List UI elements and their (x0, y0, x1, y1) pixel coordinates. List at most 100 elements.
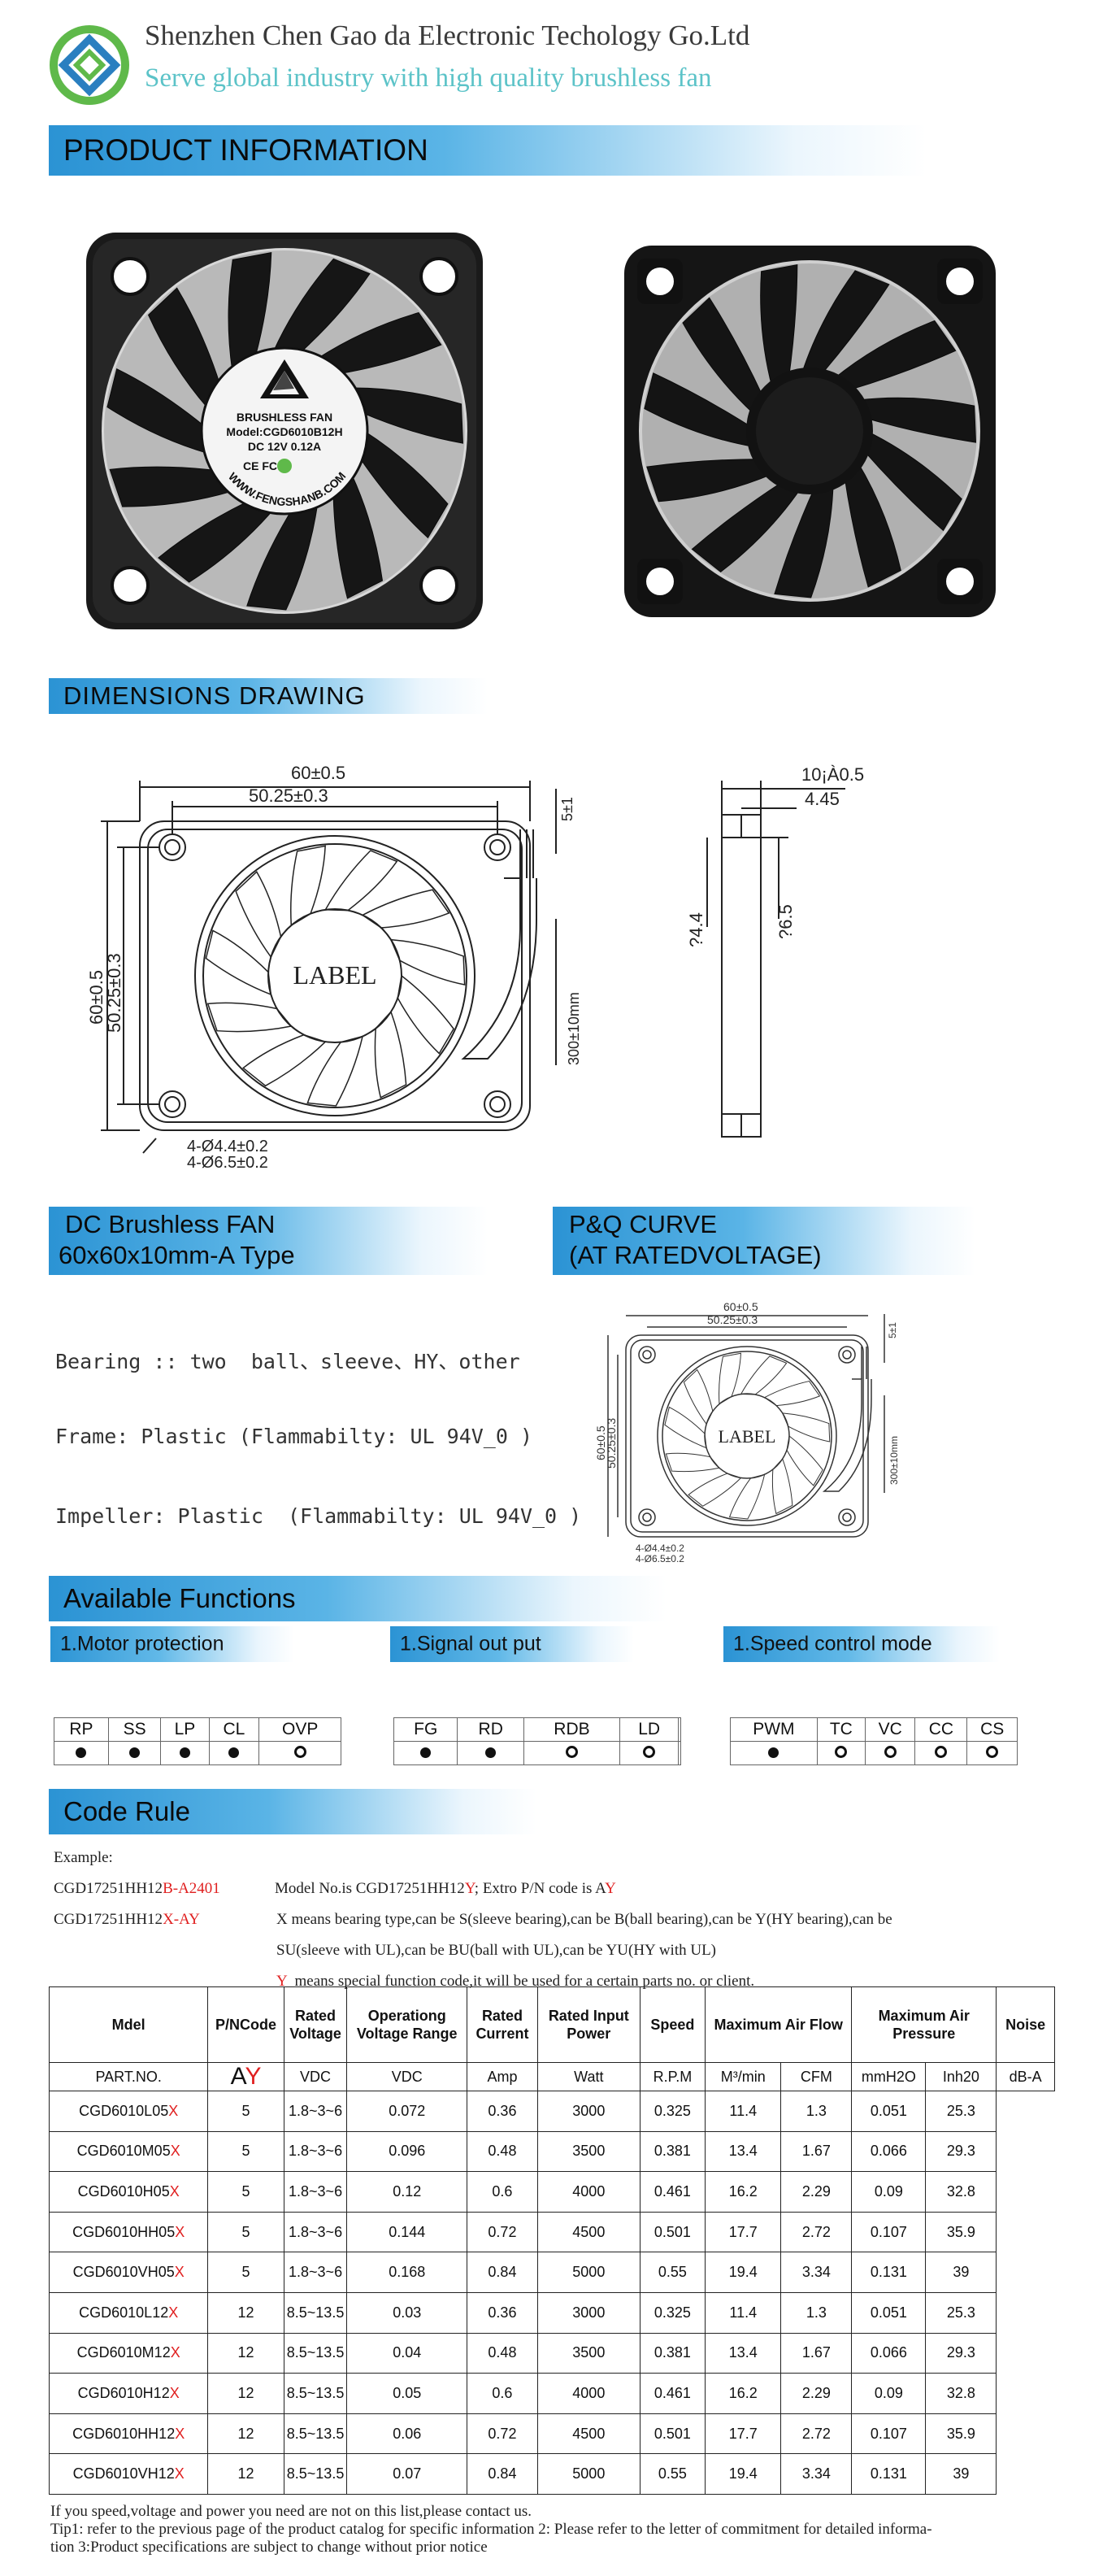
cell-range: 8.5~13.5 (283, 2413, 348, 2455)
model-suffix: X (168, 2304, 179, 2321)
fan-blade (740, 1355, 788, 1395)
motor-mark (160, 1741, 210, 1765)
fan-label-line2: Model:CGD6010B12H (226, 425, 342, 438)
dim-60: 60±0.5 (291, 763, 345, 783)
hole-dim-2: 4-Ø6.5±0.2 (187, 1154, 268, 1172)
unit-db: dB-A (996, 2062, 1055, 2091)
cell-inh2o: 0.131 (851, 2252, 927, 2293)
dc-fan-title: DC Brushless FAN (65, 1210, 276, 1238)
dc-fan-banner: DC Brushless FAN 60x60x10mm-A Type (49, 1207, 488, 1275)
model-name: CGD6010M12 (76, 2344, 171, 2361)
model-cell: CGD6010L12X (48, 2291, 209, 2334)
fan-blade (109, 466, 233, 507)
motor-mark (208, 1741, 260, 1765)
company-logo (49, 24, 130, 106)
unit-rpm: R.P.M (639, 2062, 706, 2091)
speed-mark (730, 1741, 818, 1765)
cell-inh2o: 0.107 (851, 2413, 927, 2455)
cell-vdc: 12 (207, 2332, 284, 2374)
fan-blade (691, 481, 802, 573)
model-name: CGD6010HH12 (72, 2425, 176, 2442)
pq-curve-title: P&Q CURVE (569, 1210, 718, 1238)
footer-line3: tion 3:Product specifications are subjec… (50, 2539, 488, 2556)
cell-inh2o: 0.09 (851, 2171, 927, 2213)
fan-blade (324, 850, 398, 912)
motor-mark (54, 1741, 109, 1765)
speed-col: CS (966, 1717, 1018, 1742)
cell-watt: 0.84 (467, 2453, 538, 2495)
dimensions-side-drawing: 10¡À0.5 4.45 ?4.4 ?6.5 (683, 756, 894, 1163)
fan-blade (158, 501, 274, 583)
fan-blade (763, 1380, 821, 1407)
pq-drawing: LABEL 60±0.5 50.25±0.3 60±0.5 50.25±0.3 … (577, 1298, 918, 1566)
motor-col: LP (160, 1717, 210, 1742)
model-cell: CGD6010H12X (48, 2373, 209, 2414)
cell-amp: 0.07 (346, 2453, 468, 2495)
fan-blade (397, 974, 454, 1055)
cell-range: 8.5~13.5 (283, 2453, 348, 2495)
side-dim-65: ?6.5 (775, 904, 796, 939)
cell-rpm: 3000 (536, 2091, 641, 2132)
cell-db: 25.3 (925, 2091, 997, 2132)
fan-blade (206, 1002, 293, 1033)
cell-range: 8.5~13.5 (283, 2373, 348, 2414)
fan-blade (771, 1458, 793, 1515)
recycle-icon (277, 459, 292, 473)
pq-dim-300: 300±10mm (888, 1436, 900, 1485)
example-label: Example: (54, 1849, 113, 1866)
example-2-code: CGD17251HH12X-AY (54, 1911, 200, 1929)
motor-protection-bar: 1.Motor protection (50, 1626, 294, 1662)
example-1-base: CGD17251HH12 (54, 1880, 163, 1897)
cell-range: 1.8~3~6 (283, 2252, 348, 2293)
x-meaning-line2: SU(sleeve with UL),can be BU(ball with U… (276, 1942, 716, 1959)
cell-watt: 0.6 (467, 2171, 538, 2213)
product-information-title: PRODUCT INFORMATION (63, 133, 428, 167)
filled-dot-icon (420, 1747, 432, 1758)
model-name: CGD6010H12 (77, 2384, 170, 2401)
fan-blade (332, 473, 384, 599)
ce-mark: CE FC (243, 459, 277, 472)
cell-watt: 0.72 (467, 2211, 538, 2253)
cell-watt: 0.48 (467, 2332, 538, 2374)
cell-rpm: 3000 (536, 2291, 641, 2334)
feature-frame: Frame: Plastic (Flammabilty: UL 94V_0 ) (55, 1425, 532, 1448)
cell-db: 35.9 (925, 2211, 997, 2253)
cell-inh2o: 0.051 (851, 2091, 927, 2132)
side-dim-445: 4.45 (805, 789, 840, 809)
dim-60-vertical: 60±0.5 (86, 970, 106, 1025)
fan-blade (862, 430, 962, 532)
fan-blade (728, 1473, 766, 1520)
fan-blade (389, 938, 466, 986)
fan-blade (272, 258, 371, 354)
pn-code-a: A (230, 2063, 245, 2090)
cell-watt: 0.6 (467, 2373, 538, 2414)
signal-output-bar: 1.Signal out put (390, 1626, 634, 1662)
cell-amp: 0.05 (346, 2373, 468, 2414)
fan-blade (350, 387, 464, 444)
model-name: CGD6010L12 (79, 2304, 169, 2321)
cell-rpm: 4500 (536, 2413, 641, 2455)
y-meaning-text: means special function code,it will be u… (287, 1973, 755, 1990)
speed-col: CC (914, 1717, 968, 1742)
signal-col: RD (457, 1717, 524, 1742)
model-name: CGD6010L05 (79, 2102, 169, 2119)
cell-cfm: 16.2 (705, 2373, 782, 2414)
fan-blade (358, 430, 449, 539)
cell-range: 1.8~3~6 (283, 2211, 348, 2253)
unit-inh2o: Inh20 (925, 2062, 997, 2091)
signal-mark (457, 1741, 524, 1765)
cell-rpm: 3500 (536, 2130, 641, 2173)
filled-dot-icon (768, 1747, 779, 1758)
signal-mark (393, 1741, 458, 1765)
pn-code-cell: AY (207, 2062, 284, 2091)
speed-mark (864, 1741, 916, 1765)
feature-bearing: Bearing :: two ball、sleeve、HY、other (55, 1350, 520, 1373)
cell-mmh2o: 1.3 (780, 2291, 853, 2334)
cell-cfm: 13.4 (705, 2130, 782, 2173)
fan-blade (246, 503, 319, 611)
cell-watt: 0.72 (467, 2413, 538, 2455)
model-name: CGD6010VH12 (72, 2465, 175, 2482)
